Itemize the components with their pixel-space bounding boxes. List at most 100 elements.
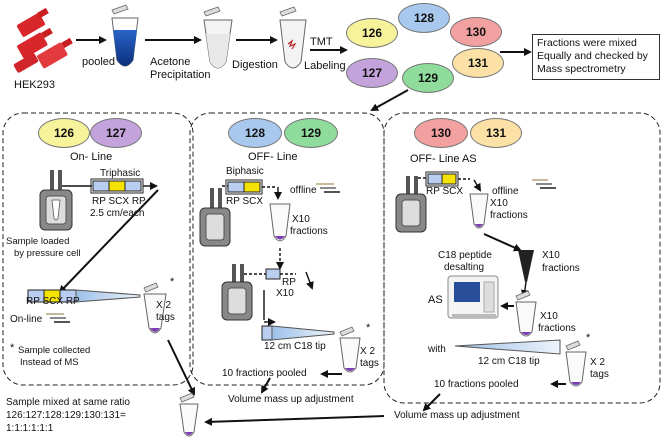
offline-fractions: fractions <box>290 226 328 237</box>
tag-126-oval: 126 <box>346 18 398 48</box>
as-fractions: fractions <box>490 210 528 221</box>
pressure-cell-icon <box>199 188 231 247</box>
acetone-label: Acetone <box>150 56 191 68</box>
mix-line-3: 1:1:1:1:1:1 <box>6 423 54 434</box>
tag-130-oval: 130 <box>450 17 502 47</box>
triphasic-column <box>90 178 144 194</box>
as-biphasic-column <box>425 171 459 187</box>
online-x2: X 2 <box>156 300 172 311</box>
desalting-tip-icon <box>518 250 534 282</box>
as-label: AS <box>428 294 443 306</box>
online-tube-icon <box>143 282 167 334</box>
result-box: Fractions were mixed Equally and checked… <box>532 34 660 80</box>
pressure-cell-icon <box>395 176 427 233</box>
as-x2: X 2 <box>590 357 606 368</box>
c18-tip <box>261 325 335 341</box>
tag-131-oval-as: 131 <box>470 118 522 148</box>
biphasic-cols-label: RP SCX <box>226 196 264 207</box>
pressure-cell-icon <box>39 170 73 231</box>
asterisk-2: * <box>10 342 15 354</box>
as-tags: tags <box>590 369 609 380</box>
online-tags: tags <box>156 312 175 323</box>
adjust-mid: Volume mass up adjustment <box>228 394 354 405</box>
rp-x10-label: X10 <box>276 288 294 299</box>
tag-127-oval-online: 127 <box>90 118 142 148</box>
as-fraction-tube-icon <box>469 193 489 229</box>
source-label: HEK293 <box>14 79 55 91</box>
as-final-tube-icon <box>565 340 587 387</box>
tag-127-oval: 127 <box>346 58 398 88</box>
tag-130-oval-as: 130 <box>414 118 468 148</box>
with-label: with <box>428 344 446 355</box>
biphasic-column <box>225 179 263 195</box>
length-label: 2.5 cm/each <box>90 208 145 219</box>
as-x10c: X10 <box>540 311 558 322</box>
offline-x2: X 2 <box>360 346 376 357</box>
loaded-label-1: Sample loaded <box>6 236 70 247</box>
rp-column <box>265 268 281 280</box>
offline-tags: tags <box>360 358 379 369</box>
precipitation-tube-icon <box>203 6 233 69</box>
desalt-line-1: C18 peptide <box>438 250 492 261</box>
as-title: OFF- Line AS <box>410 153 477 165</box>
pressure-cell-icon <box>221 264 253 321</box>
as-x10: X10 <box>490 198 508 209</box>
final-tube-icon <box>179 392 199 437</box>
note-line-2: Instead of MS <box>20 357 79 368</box>
column2-label: RP SCX RP <box>26 296 80 307</box>
result-line-3: Mass spectrometry <box>537 63 626 75</box>
triphasic-cols-label: RP SCX RP <box>92 196 146 207</box>
online-column-tip <box>27 289 141 303</box>
offline-lines-icon <box>316 183 340 193</box>
offline-title: OFF- Line <box>248 151 298 163</box>
result-line-2: Equally and checked by <box>537 50 648 62</box>
mix-line-2: 126:127:128:129:130:131= <box>6 410 126 421</box>
loaded-label-2: by pressure cell <box>14 248 81 259</box>
tag-131-oval: 131 <box>452 48 504 78</box>
tag-128-oval-offline: 128 <box>228 118 282 148</box>
offline-pooled: 10 fractions pooled <box>222 368 307 379</box>
as-offline-label: offline <box>492 186 519 197</box>
as-pooled: 10 fractions pooled <box>434 379 519 390</box>
tip-label: 12 cm C18 tip <box>264 341 326 352</box>
pooled-label: pooled <box>82 56 116 68</box>
triphasic-label: Triphasic <box>100 168 141 179</box>
as-c18-tip <box>454 339 561 355</box>
offline-x10: X10 <box>292 214 310 225</box>
tag-128-oval: 128 <box>398 3 450 33</box>
instrument-icon <box>447 275 499 319</box>
online-lines-icon <box>46 313 70 323</box>
desalt-line-2: desalting <box>444 262 485 273</box>
biphasic-label: Biphasic <box>226 166 264 177</box>
tag-129-oval-offline: 129 <box>284 118 338 148</box>
digestion-tube-icon <box>279 6 307 69</box>
asterisk-4: * <box>586 332 591 344</box>
offline-label: offline <box>290 185 317 196</box>
as-fractionsc: fractions <box>538 323 576 334</box>
tag-129-oval: 129 <box>402 63 454 93</box>
as-tube-icon <box>515 290 537 337</box>
as-cols-label: RP SCX <box>426 186 464 197</box>
mix-line-1: Sample mixed at same ratio <box>6 397 130 408</box>
as-tip-label: 12 cm C18 tip <box>478 356 540 367</box>
note-line-1: Sample collected <box>18 345 91 356</box>
fraction-tube-icon <box>269 203 291 242</box>
tag-126-oval-online: 126 <box>38 118 90 148</box>
pooled-tube-icon <box>111 4 139 67</box>
as-fractionsb: fractions <box>542 263 580 274</box>
as-x10b: X10 <box>542 250 560 261</box>
tmt-label: TMT <box>310 36 333 48</box>
online-title: On- Line <box>70 151 113 163</box>
asterisk-3: * <box>366 322 371 334</box>
precipitation-label: Precipitation <box>150 69 211 81</box>
offline-tube-icon <box>339 326 361 373</box>
digestion-label: Digestion <box>232 59 278 71</box>
labeling-label: Labeling <box>304 60 346 72</box>
adjust-right: Volume mass up adjustment <box>394 410 520 421</box>
asterisk-1: * <box>170 276 175 288</box>
online-label: On-line <box>10 314 43 325</box>
cell-flask-icon <box>13 7 73 73</box>
rp-label: RP <box>282 277 296 288</box>
as-offline-lines-icon <box>532 179 556 189</box>
